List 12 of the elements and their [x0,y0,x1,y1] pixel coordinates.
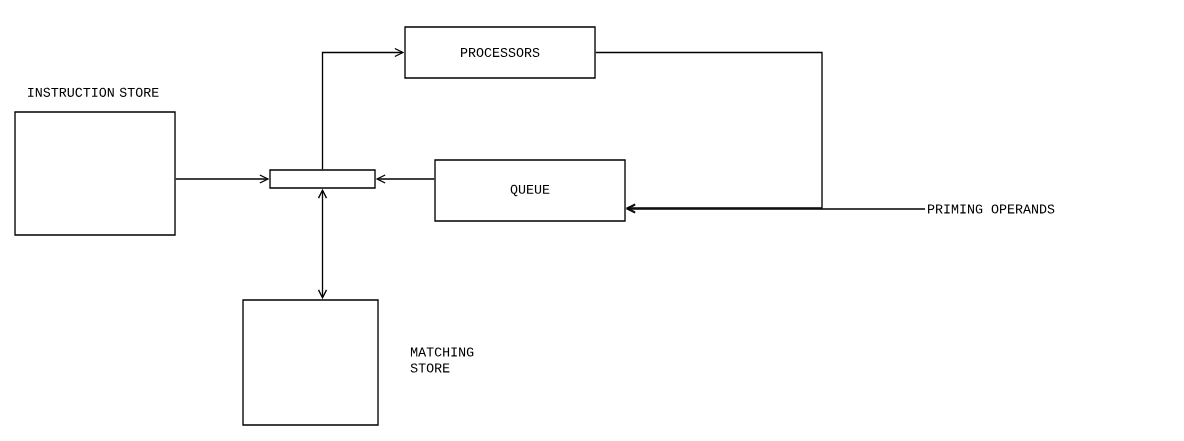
process-box: QUEUE [434,159,626,222]
arrow [175,174,270,184]
matching-unit-box [269,169,376,189]
arrow [321,47,405,170]
double-arrow [317,188,328,300]
arrow [595,51,823,213]
bare-label: PRIMING OPERANDS [928,204,1055,214]
box-heading: INSTRUCTION STORE [28,87,159,97]
box-caption: MATCHING STORE [410,347,474,373]
process-box: PROCESSORS [404,26,596,79]
arrow [625,204,926,214]
arrow [375,174,435,184]
